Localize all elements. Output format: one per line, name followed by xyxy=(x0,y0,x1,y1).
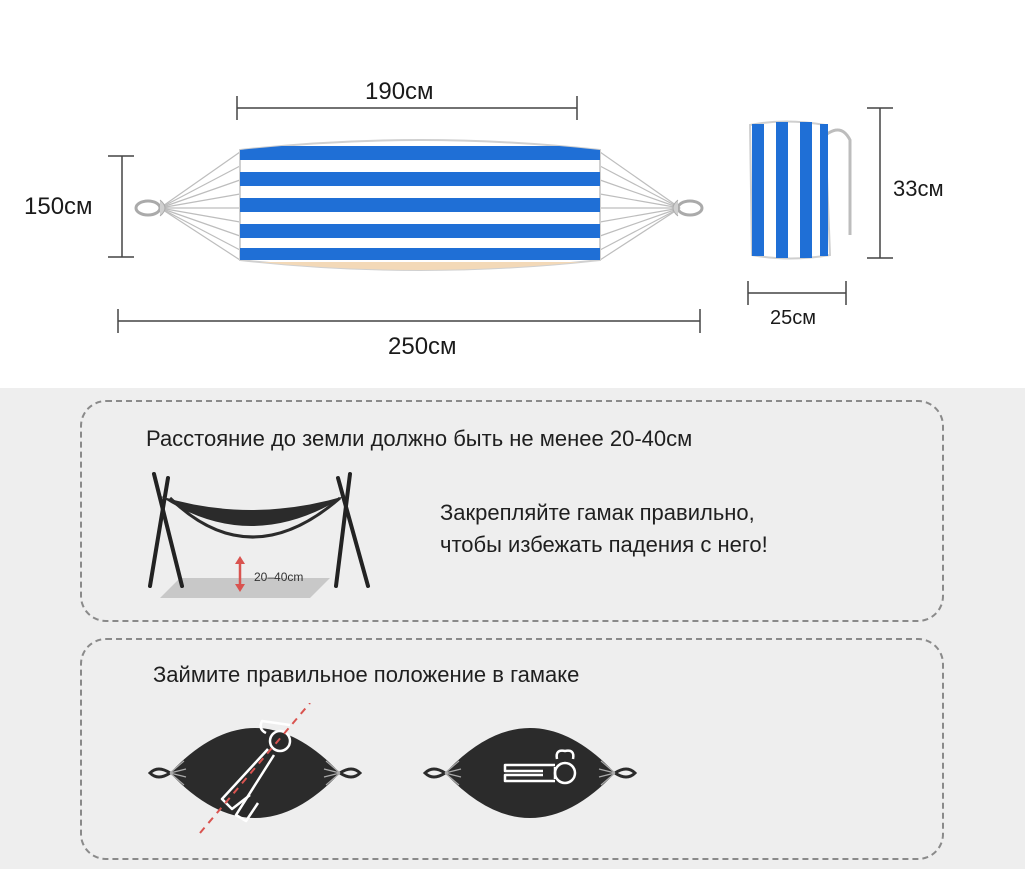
bag-width-label: 25см xyxy=(770,307,816,329)
product-dimensions-section: 190см 150см 250см 33см 25см xyxy=(0,0,1025,388)
length-total-label: 250см xyxy=(388,333,457,360)
bag-illustration xyxy=(748,120,852,260)
person-straight-icon xyxy=(422,728,638,818)
bag-height-label: 33см xyxy=(893,176,944,201)
secure-note-line2: чтобы избежать падения с него! xyxy=(440,532,768,557)
instructions-section: Расстояние до земли должно быть не менее… xyxy=(0,388,1025,869)
position-panel xyxy=(80,638,944,860)
diagram-distance-label: 20–40cm xyxy=(254,570,304,584)
ground-distance-panel xyxy=(80,400,944,622)
hammock-illustration xyxy=(134,139,704,271)
secure-note-line1: Закрепляйте гамак правильно, xyxy=(440,500,755,525)
width-label: 150см xyxy=(24,193,93,220)
hammock-stand-icon xyxy=(148,472,370,598)
ground-distance-title: Расстояние до земли должно быть не менее… xyxy=(146,426,693,451)
length-bed-label: 190см xyxy=(365,78,434,105)
person-diagonal-icon xyxy=(147,703,363,834)
dimension-line-190 xyxy=(108,96,893,333)
position-title: Займите правильное положение в гамаке xyxy=(153,662,580,687)
